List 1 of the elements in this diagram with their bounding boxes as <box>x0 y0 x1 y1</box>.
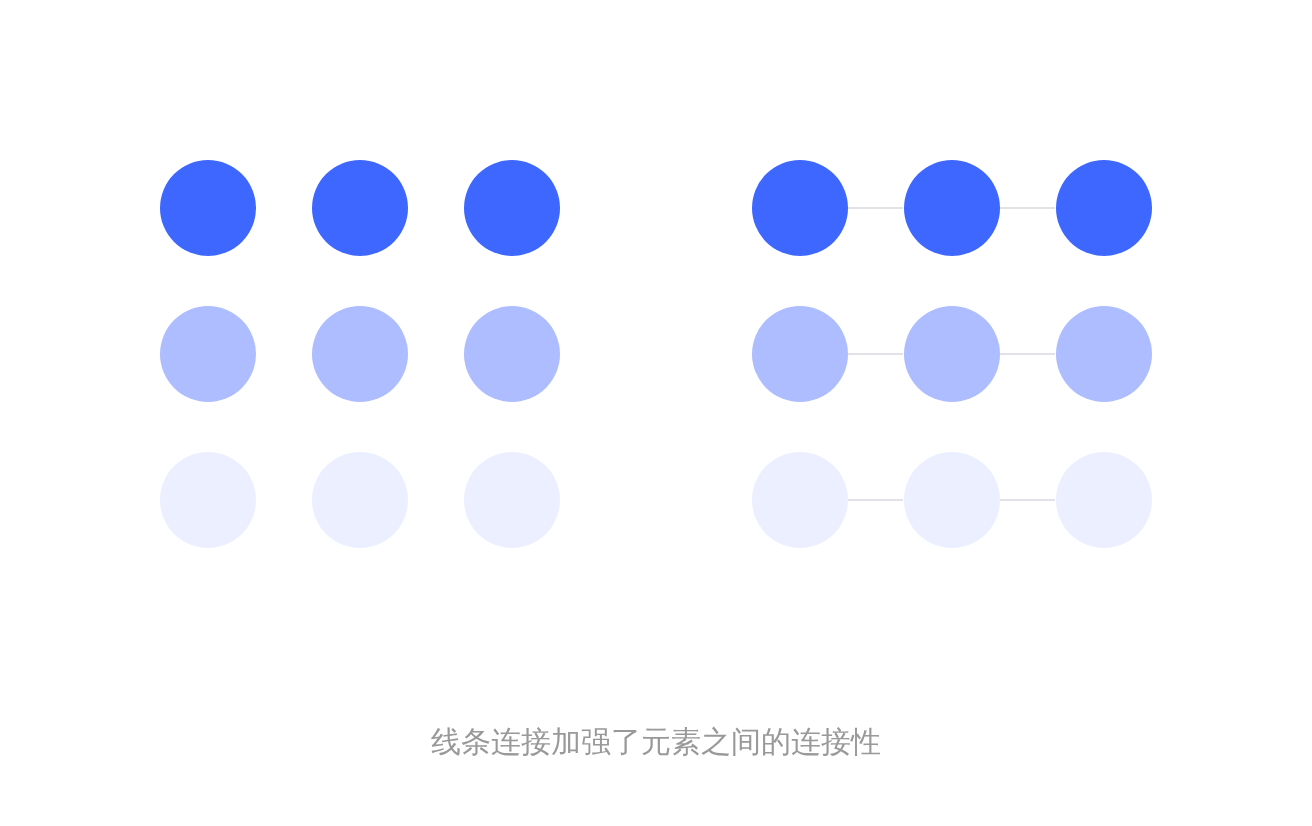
caption: 线条连接加强了元素之间的连接性 <box>430 723 882 761</box>
